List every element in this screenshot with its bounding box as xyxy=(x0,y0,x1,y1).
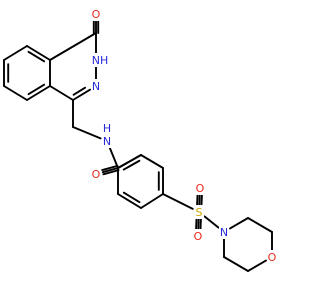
atom-label-background xyxy=(91,7,101,21)
atom-label-n-amide: N xyxy=(103,135,111,148)
bond-line xyxy=(247,217,273,233)
double-bond-line xyxy=(102,169,120,176)
bond-line xyxy=(26,45,51,61)
atom-label-n-ring: N xyxy=(92,80,100,93)
atom-label-o-amide: O xyxy=(92,168,101,181)
double-bond-line xyxy=(72,86,87,96)
bond-lines xyxy=(3,20,273,272)
atom-label-background xyxy=(267,250,277,264)
double-bond-line xyxy=(27,50,46,63)
bond-line xyxy=(49,32,97,61)
atom-label-background xyxy=(194,205,204,219)
atom-label-background xyxy=(91,79,101,93)
double-bond-line xyxy=(101,164,119,171)
bond-line xyxy=(203,215,220,229)
bond-line xyxy=(247,259,267,272)
double-bond-line xyxy=(122,159,141,171)
bond-line xyxy=(108,146,119,169)
atom-label-nh-ring: NH xyxy=(92,54,109,67)
atom-label-background xyxy=(91,167,101,181)
bond-line xyxy=(49,85,74,101)
double-bond-line xyxy=(27,83,46,96)
atom-label-background xyxy=(193,229,203,243)
atom-label-background xyxy=(102,121,112,135)
atom-label-o-s-down: O xyxy=(194,230,203,243)
atom-label-background xyxy=(219,225,229,239)
atom-label-n-morph: N xyxy=(220,226,228,239)
bond-line xyxy=(3,45,28,61)
bond-line xyxy=(117,193,142,209)
atom-label-o-s-up: O xyxy=(196,182,205,195)
bond-line xyxy=(140,193,164,209)
bond-line xyxy=(72,88,91,101)
atom-label-background xyxy=(91,53,109,67)
atom-label-s: S xyxy=(196,206,203,219)
atom-label-background xyxy=(102,134,112,148)
bond-line xyxy=(26,85,51,101)
bond-line xyxy=(72,126,102,140)
double-bond-line xyxy=(122,191,141,204)
atom-label-background xyxy=(195,181,205,195)
bond-line xyxy=(229,217,249,230)
bond-line xyxy=(162,193,194,210)
bond-line xyxy=(3,85,28,101)
bond-line xyxy=(117,154,142,169)
atom-label-h-amide: H xyxy=(103,122,111,135)
bond-line xyxy=(140,154,164,169)
atom-label-o-top: O xyxy=(92,8,101,21)
bond-line xyxy=(223,256,249,272)
atom-label-o-morph: O xyxy=(268,251,277,264)
bond-line xyxy=(101,167,119,174)
